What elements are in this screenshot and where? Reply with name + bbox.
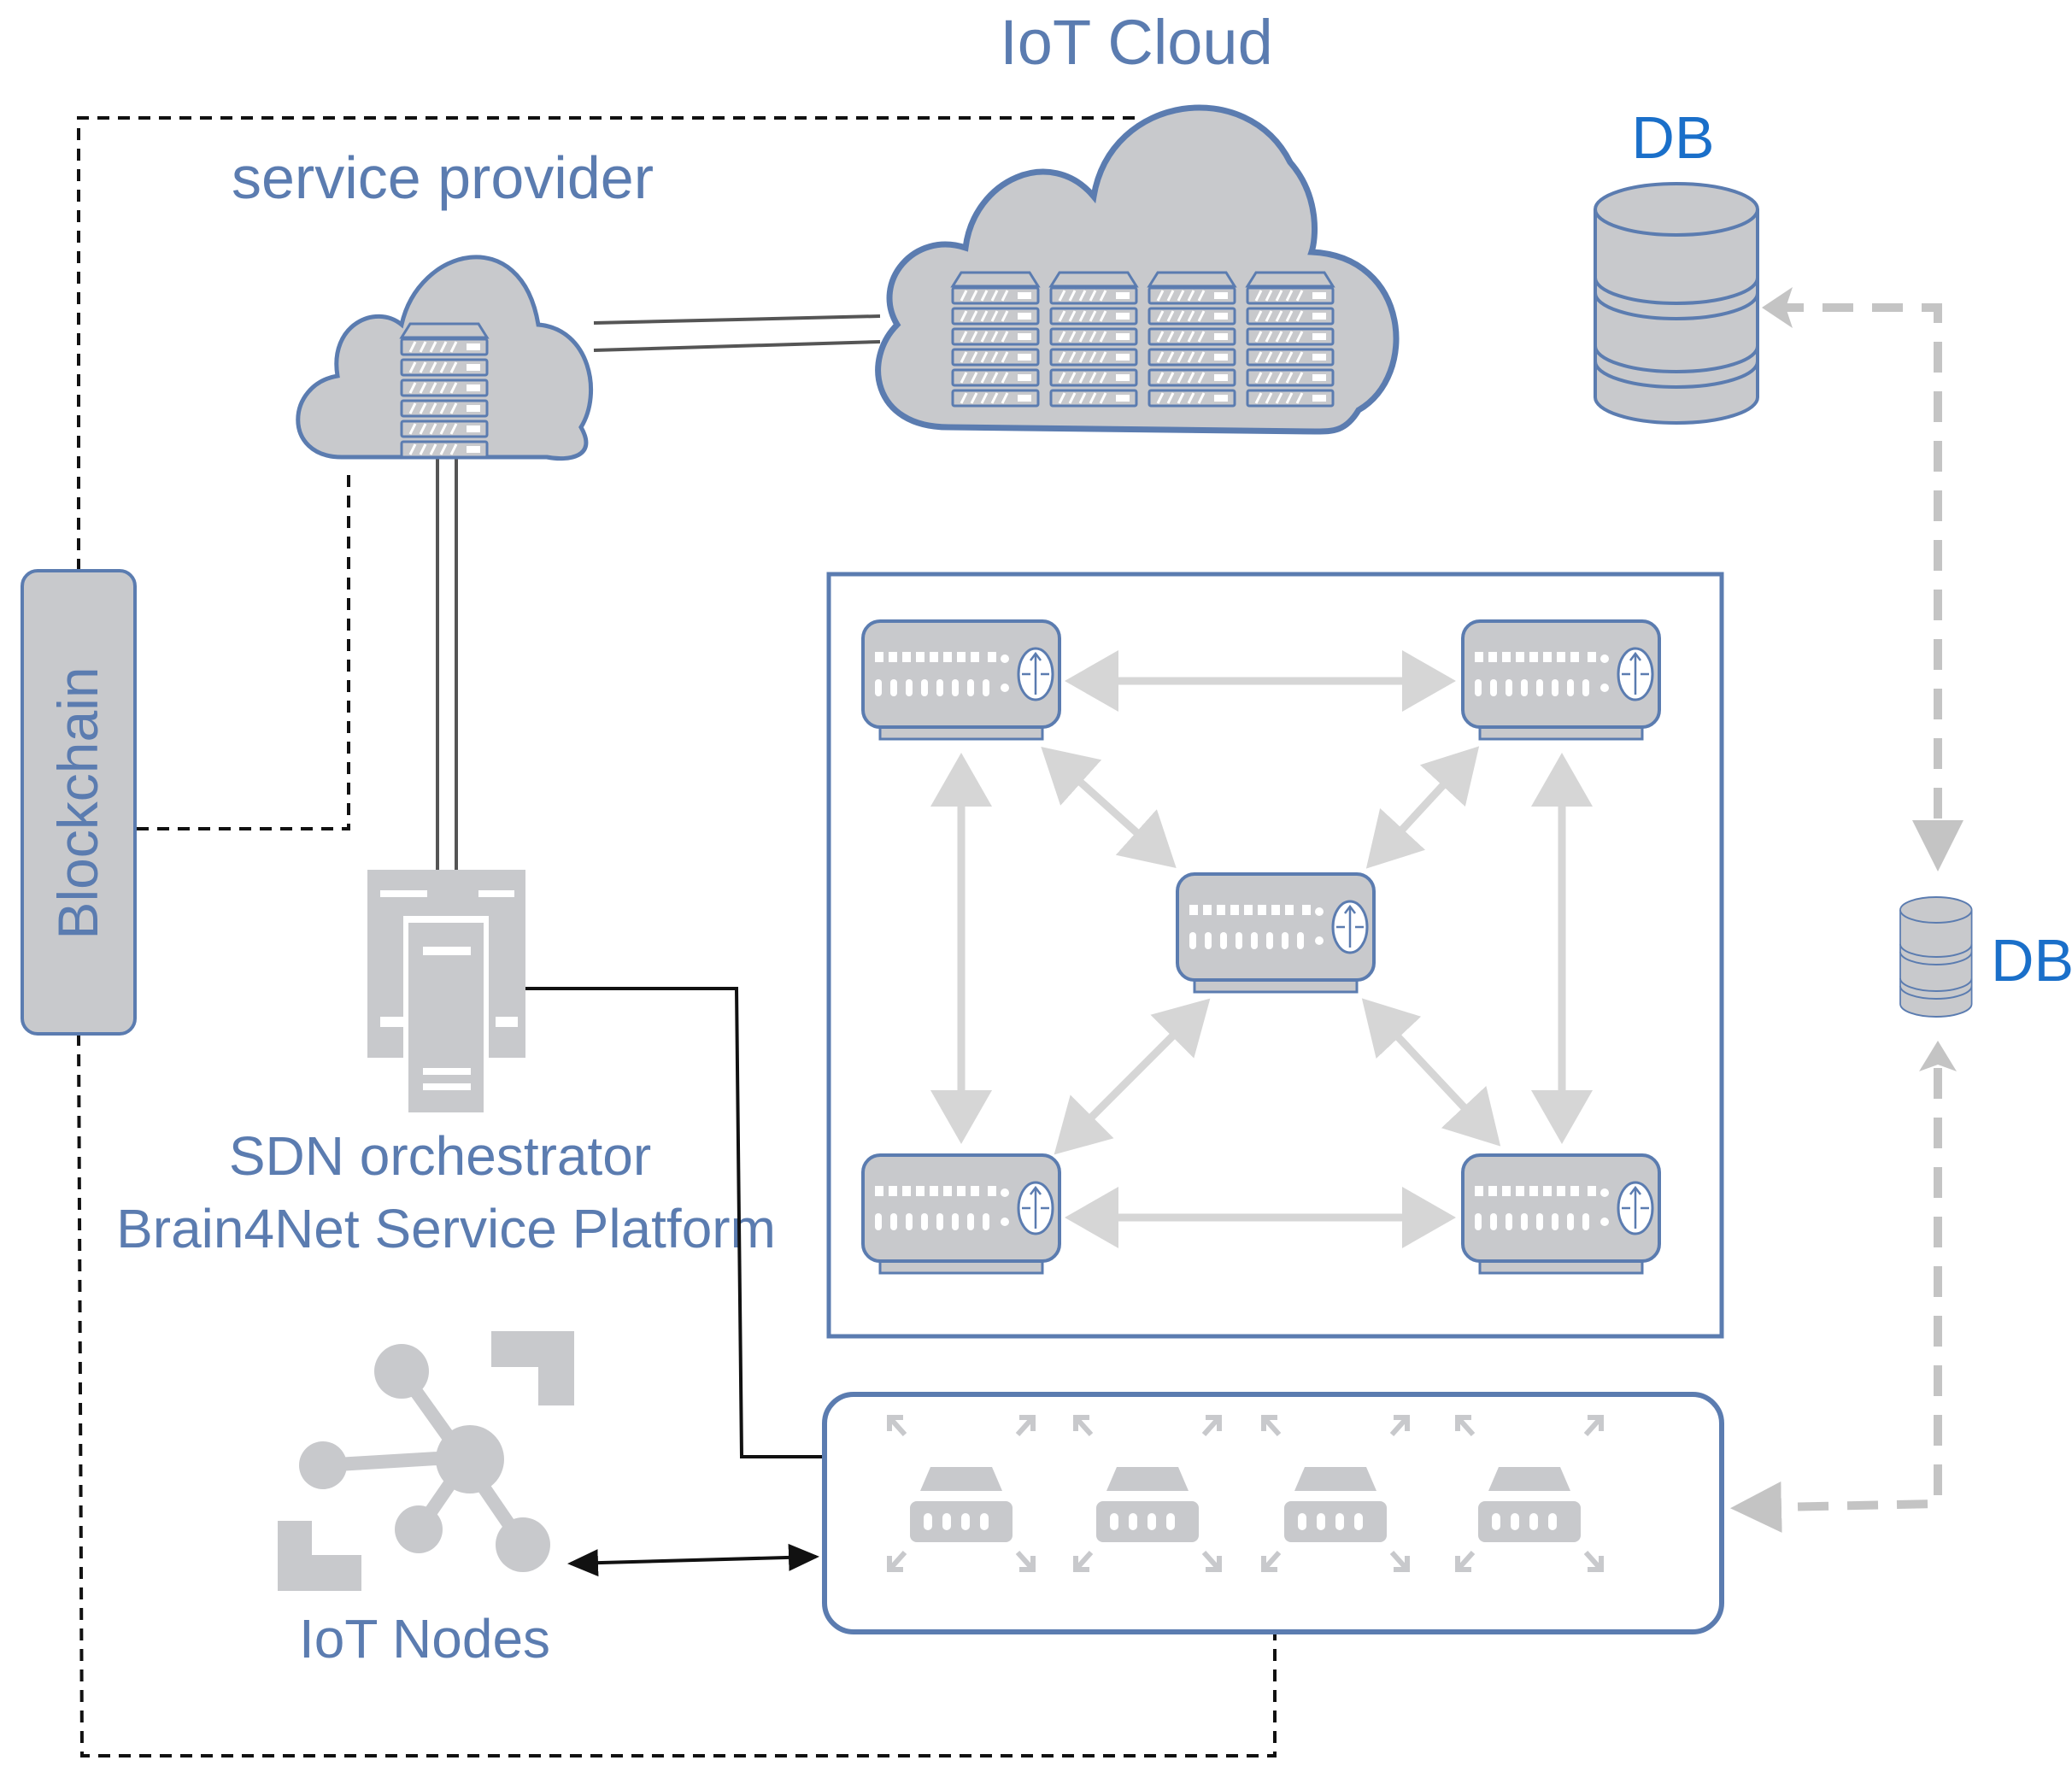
blockchain-dashed-links	[77, 116, 1277, 1757]
cloud-link	[593, 314, 881, 352]
router-icon[interactable]	[861, 1153, 1061, 1275]
orchestrator-gateway-link	[525, 987, 827, 1458]
db-replication-arrows	[1730, 303, 1963, 1533]
service-provider-label: service provider	[232, 144, 654, 211]
server-rack-icon	[402, 324, 487, 457]
blockchain-block[interactable]: Blockchain	[21, 569, 137, 1036]
database-icon[interactable]	[1899, 896, 1973, 1018]
db-top-label: DB	[1631, 104, 1714, 171]
sdn-orchestrator-label: SDN orchestrator	[229, 1125, 651, 1187]
db-arrow-heads	[1762, 287, 1957, 1071]
router-icon[interactable]	[1461, 1153, 1661, 1275]
iot-nodes-label: IoT Nodes	[299, 1608, 550, 1669]
router-icon[interactable]	[1461, 619, 1661, 741]
iot-cloud-icon[interactable]	[875, 104, 1400, 435]
router-icon[interactable]	[1176, 872, 1376, 994]
service-provider-cloud-icon[interactable]	[296, 255, 594, 461]
provider-orchestrator-link	[436, 451, 458, 923]
db-side-label: DB	[1991, 927, 2072, 994]
iot-network-icon[interactable]	[278, 1331, 574, 1591]
iot-cloud-label: IoT Cloud	[1000, 7, 1273, 78]
mesh-links	[930, 650, 1593, 1248]
server-tower-icon[interactable]	[367, 870, 525, 1112]
iot-gateway-link	[567, 1543, 819, 1577]
database-icon[interactable]	[1594, 182, 1759, 425]
blockchain-label: Blockchain	[46, 666, 109, 939]
service-platform-label: Brain4Net Service Platform	[116, 1198, 776, 1259]
router-icon[interactable]	[861, 619, 1061, 741]
iot-gateway-frame	[822, 1392, 1724, 1634]
